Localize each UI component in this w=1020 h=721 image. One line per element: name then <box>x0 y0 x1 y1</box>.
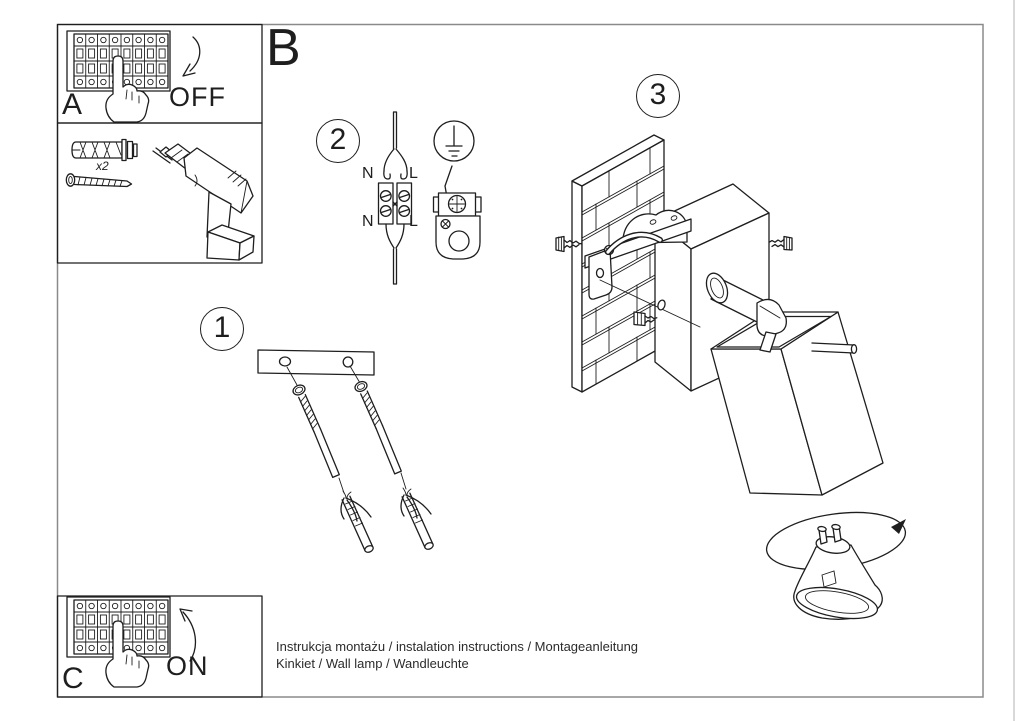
gu10-bulb-icon <box>793 523 883 620</box>
box-a-label: A <box>62 88 83 121</box>
terminal-label-l-bottom: L <box>409 213 418 230</box>
wall-plug-icon <box>71 138 138 162</box>
section-b-label: B <box>266 19 301 77</box>
page-frame <box>56 23 984 698</box>
step-2-badge: 2 <box>316 119 360 163</box>
footer-line-1: Instrukcja montażu / instalation instruc… <box>276 639 639 654</box>
lamp-shade <box>710 311 884 496</box>
brick-wall-icon <box>571 134 665 393</box>
curved-arrow-down-icon <box>182 36 201 77</box>
screw-icon <box>768 235 793 251</box>
step-1-badge: 1 <box>200 307 244 351</box>
gu10-socket-icon <box>432 165 482 260</box>
anchor-quantity-label: x2 <box>96 159 109 173</box>
step-3-badge: 3 <box>636 74 680 118</box>
wall-lamp-icon <box>584 183 884 496</box>
screw-icon <box>65 173 133 188</box>
box-c <box>56 595 263 698</box>
footer-line-2: Kinkiet / Wall lamp / Wandleuchte <box>276 656 469 671</box>
expansion-anchor-icon <box>400 487 434 550</box>
expansion-anchor-icon <box>340 490 374 553</box>
on-label: ON <box>166 651 209 681</box>
terminal-block-icon <box>377 111 413 285</box>
earth-symbol-icon <box>433 120 475 162</box>
box-c-label: C <box>62 662 84 695</box>
box-parts <box>56 122 263 264</box>
mounting-strip-icon <box>257 349 375 376</box>
terminal-label-n-top: N <box>362 165 374 182</box>
screw-icon <box>286 366 345 494</box>
screw-icon <box>349 365 407 490</box>
terminal-label-l-top: L <box>409 165 418 182</box>
screw-icon <box>555 235 583 253</box>
power-drill-icon <box>152 143 255 261</box>
off-label: OFF <box>169 82 226 112</box>
terminal-label-n-bottom: N <box>362 213 374 230</box>
curved-arrow-up-icon <box>179 608 197 662</box>
